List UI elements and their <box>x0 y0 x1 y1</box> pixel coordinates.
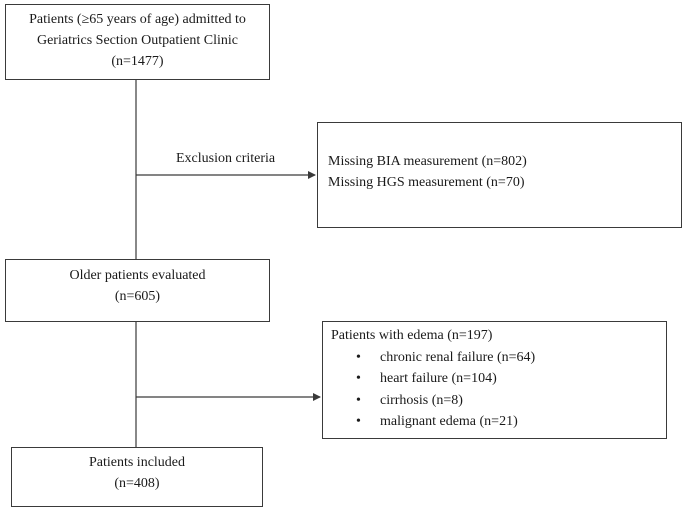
admitted-line-2: Geriatrics Section Outpatient Clinic <box>36 33 238 48</box>
box-admitted-patients: Patients (≥65 years of age) admitted to … <box>5 4 270 80</box>
admitted-count: (n=1477) <box>111 54 164 69</box>
bullet-icon: • <box>356 414 361 429</box>
bullet-icon: • <box>356 392 361 408</box>
list-item: • chronic renal failure (n=64) <box>356 347 666 369</box>
box-patients-included: Patients included (n=408) <box>11 447 263 507</box>
list-item: • heart failure (n=104) <box>356 368 666 390</box>
edema-cause-renal: chronic renal failure (n=64) <box>380 349 536 365</box>
exclusion-hgs: Missing HGS measurement (n=70) <box>328 175 525 190</box>
box-patients-with-edema: Patients with edema (n=197) • chronic ren… <box>322 321 667 439</box>
edema-cause-cirrhosis: cirrhosis (n=8) <box>380 392 463 408</box>
edema-causes-list: • chronic renal failure (n=64) • heart fai… <box>331 347 666 433</box>
box-patients-evaluated: Older patients evaluated (n=605) <box>5 259 270 322</box>
edema-cause-heart: heart failure (n=104) <box>380 371 497 386</box>
bullet-icon: • <box>356 371 361 386</box>
box-exclusion-criteria: Missing BIA measurement (n=802) Missing … <box>317 122 682 228</box>
edema-cause-malignant: malignant edema (n=21) <box>380 414 518 429</box>
list-item: • malignant edema (n=21) <box>356 411 666 433</box>
evaluated-count: (n=605) <box>114 289 161 304</box>
admitted-line-1: Patients (≥65 years of age) admitted to <box>29 12 246 27</box>
edema-title: Patients with edema (n=197) <box>331 328 493 343</box>
list-item: • cirrhosis (n=8) <box>356 390 666 412</box>
included-count: (n=408) <box>114 476 160 491</box>
bullet-icon: • <box>356 349 361 365</box>
included-label: Patients included <box>88 455 186 470</box>
exclusion-criteria-label: Exclusion criteria <box>176 151 276 166</box>
evaluated-label: Older patients evaluated <box>69 268 206 283</box>
exclusion-bia: Missing BIA measurement (n=802) <box>328 154 527 169</box>
